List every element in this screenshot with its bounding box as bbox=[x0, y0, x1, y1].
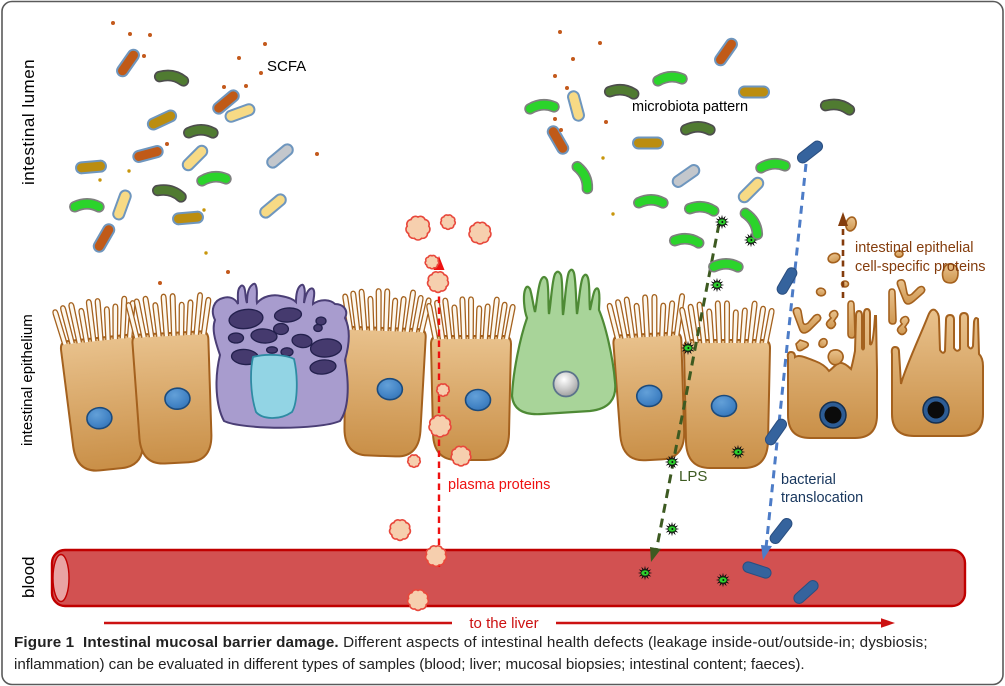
svg-text:inflammation) can be evaluated: inflammation) can be evaluated in differ… bbox=[14, 656, 805, 673]
svg-text:Figure 1 Intestinal mucosal b: Figure 1 Intestinal mucosal barrier dama… bbox=[14, 634, 928, 651]
svg-text:to the liver: to the liver bbox=[469, 615, 538, 632]
svg-text:SCFA: SCFA bbox=[267, 58, 306, 75]
svg-text:plasma proteins: plasma proteins bbox=[448, 477, 550, 493]
svg-text:microbiota pattern: microbiota pattern bbox=[632, 99, 748, 115]
svg-text:bacterial: bacterial bbox=[781, 472, 836, 488]
svg-text:LPS: LPS bbox=[679, 468, 707, 485]
svg-text:blood: blood bbox=[19, 556, 38, 598]
svg-text:intestinal lumen: intestinal lumen bbox=[19, 59, 38, 185]
svg-text:cell-specific proteins: cell-specific proteins bbox=[855, 259, 986, 275]
svg-text:translocation: translocation bbox=[781, 490, 863, 506]
svg-text:intestinal epithelial: intestinal epithelial bbox=[855, 240, 974, 256]
svg-text:intestinal epithelium: intestinal epithelium bbox=[19, 314, 36, 446]
